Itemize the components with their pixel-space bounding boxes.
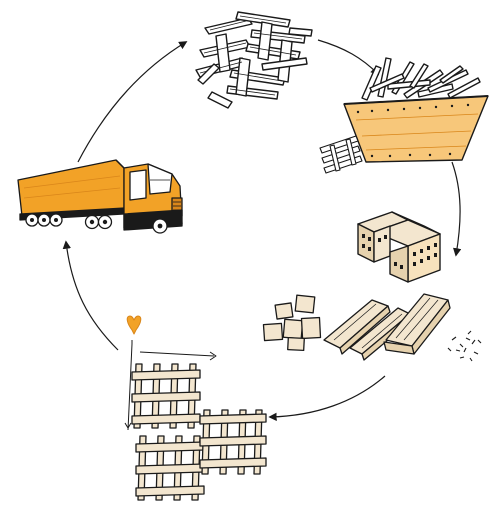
arrow-truck-to-broken-pallets — [77, 41, 188, 163]
arrow-new-pallets-to-truck — [62, 240, 119, 351]
arrow-skip-to-factory — [451, 161, 462, 257]
arrow-materials-to-new-pallets — [268, 375, 386, 422]
recycled-wood-blocks-icon — [262, 293, 482, 362]
orange-truck-icon — [17, 159, 183, 234]
pallet-1 — [131, 363, 201, 429]
cycle-arrows — [62, 39, 462, 422]
factory-building-icon — [357, 211, 441, 283]
arrow-broken-pallets-to-skip — [317, 39, 380, 76]
wood-skip-container-icon — [319, 57, 489, 174]
truck-trailer — [17, 159, 125, 217]
pallet-2 — [135, 435, 205, 501]
orange-heart-mark-icon — [126, 315, 142, 335]
new-pallets-icon — [124, 315, 267, 501]
pallet-3 — [199, 409, 267, 475]
broken-pallet-pile-icon — [195, 11, 313, 109]
